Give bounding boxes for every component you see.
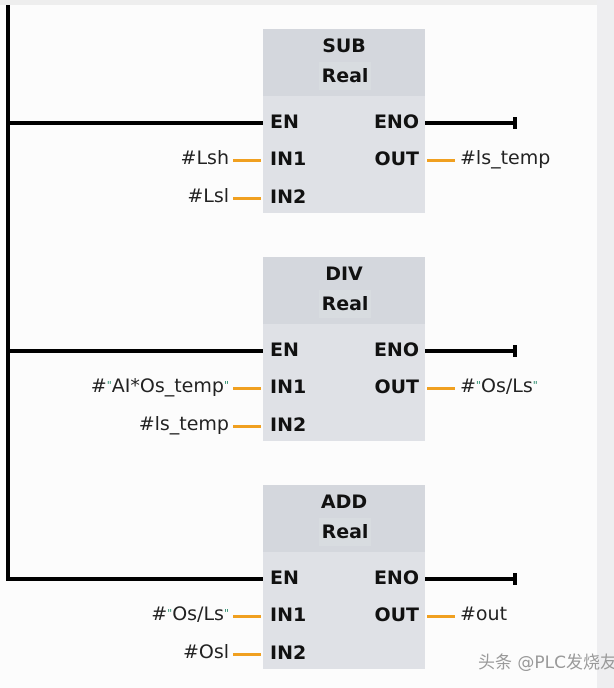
rung-end-marker [513, 345, 517, 357]
sub-out-wire [427, 159, 455, 162]
rung-div-eno-wire [425, 349, 515, 353]
div-block-datatype[interactable]: Real [319, 290, 371, 318]
add-in2-wire [233, 653, 261, 656]
operand-prefix: #Lsl [187, 185, 229, 207]
operand-prefix: #ls_temp [460, 147, 551, 169]
add-block-name: ADD [320, 491, 368, 513]
operand-prefix: # [151, 603, 168, 625]
div-out-wire [427, 387, 455, 390]
add-pin-in2: IN2 [270, 642, 307, 664]
div-in2-wire [233, 425, 261, 428]
div-pin-out: OUT [374, 376, 419, 398]
sub-out-operand[interactable]: #ls_temp [460, 147, 550, 169]
add-block-datatype[interactable]: Real [319, 518, 371, 546]
quote-mark: " [223, 379, 229, 392]
operand-prefix: #Osl [182, 641, 229, 663]
div-pin-in2: IN2 [270, 414, 307, 436]
rung-end-marker [513, 117, 517, 129]
add-in1-operand[interactable]: #"Os/Ls" [151, 603, 229, 625]
rung-sub-en-wire [6, 121, 263, 125]
operand-prefix: #out [460, 603, 508, 625]
add-out-wire [427, 615, 455, 618]
quote-mark: " [167, 607, 173, 620]
rung-div-en-wire [6, 349, 263, 353]
add-pin-eno: ENO [373, 567, 419, 589]
add-block-header: ADD Real [263, 485, 425, 552]
rung-sub-eno-wire [425, 121, 515, 125]
sub-pin-in1: IN1 [270, 148, 307, 170]
sub-in1-wire [233, 159, 261, 162]
sub-block-datatype[interactable]: Real [319, 62, 371, 90]
operand-prefix: #ls_temp [138, 413, 229, 435]
left-power-rail [6, 5, 10, 580]
right-scroll-area [597, 0, 614, 688]
add-out-operand[interactable]: #out [460, 603, 507, 625]
div-out-operand[interactable]: #"Os/Ls" [460, 375, 538, 397]
div-in2-operand[interactable]: #ls_temp [139, 413, 229, 435]
div-pin-eno: ENO [373, 339, 419, 361]
quote-mark: " [475, 379, 481, 392]
operand-name: AI*Os_temp [111, 375, 224, 397]
div-pin-in1: IN1 [270, 376, 307, 398]
sub-pin-out: OUT [374, 148, 419, 170]
div-block-header: DIV Real [263, 257, 425, 324]
operand-prefix: # [90, 375, 107, 397]
rung-add-en-wire [6, 577, 263, 581]
add-in1-wire [233, 615, 261, 618]
quote-mark: " [106, 379, 112, 392]
watermark: 头条 @PLC发烧友 [478, 653, 614, 673]
add-pin-en: EN [270, 567, 299, 589]
div-in1-operand[interactable]: #"AI*Os_temp" [91, 375, 229, 397]
sub-pin-en: EN [270, 111, 299, 133]
top-border [0, 0, 614, 5]
sub-pin-eno: ENO [373, 111, 419, 133]
div-pin-en: EN [270, 339, 299, 361]
operand-name: Os/Ls [172, 603, 224, 625]
div-in1-wire [233, 387, 261, 390]
sub-pin-in2: IN2 [270, 186, 307, 208]
sub-in2-operand[interactable]: #Lsl [187, 185, 229, 207]
operand-name: Os/Ls [480, 375, 533, 397]
rung-end-marker [513, 573, 517, 585]
add-in2-operand[interactable]: #Osl [183, 641, 229, 663]
quote-mark: " [532, 379, 538, 392]
sub-in1-operand[interactable]: #Lsh [181, 147, 229, 169]
operand-prefix: # [460, 375, 476, 397]
rung-add-eno-wire [425, 577, 515, 581]
div-block-name: DIV [325, 263, 363, 285]
sub-block-header: SUB Real [263, 29, 425, 96]
quote-mark: " [223, 607, 229, 620]
sub-block-name: SUB [322, 35, 366, 57]
operand-prefix: #Lsh [180, 147, 229, 169]
add-pin-out: OUT [374, 604, 419, 626]
add-pin-in1: IN1 [270, 604, 307, 626]
sub-in2-wire [233, 197, 261, 200]
